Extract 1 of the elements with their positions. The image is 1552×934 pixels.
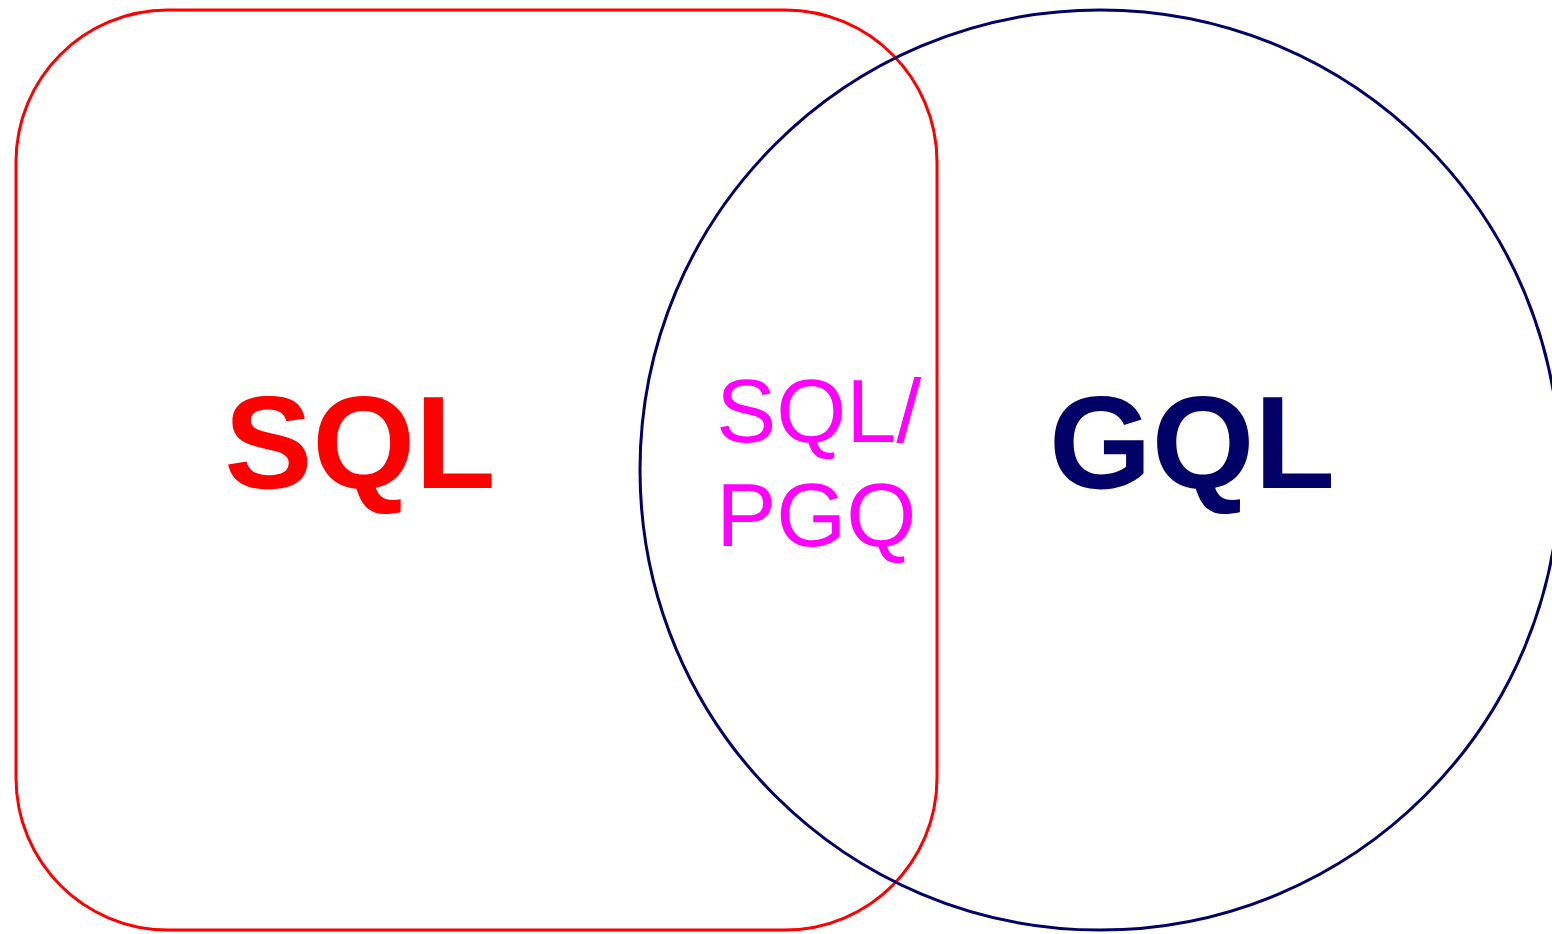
- overlap-label: SQL/ PGQ: [720, 376, 922, 564]
